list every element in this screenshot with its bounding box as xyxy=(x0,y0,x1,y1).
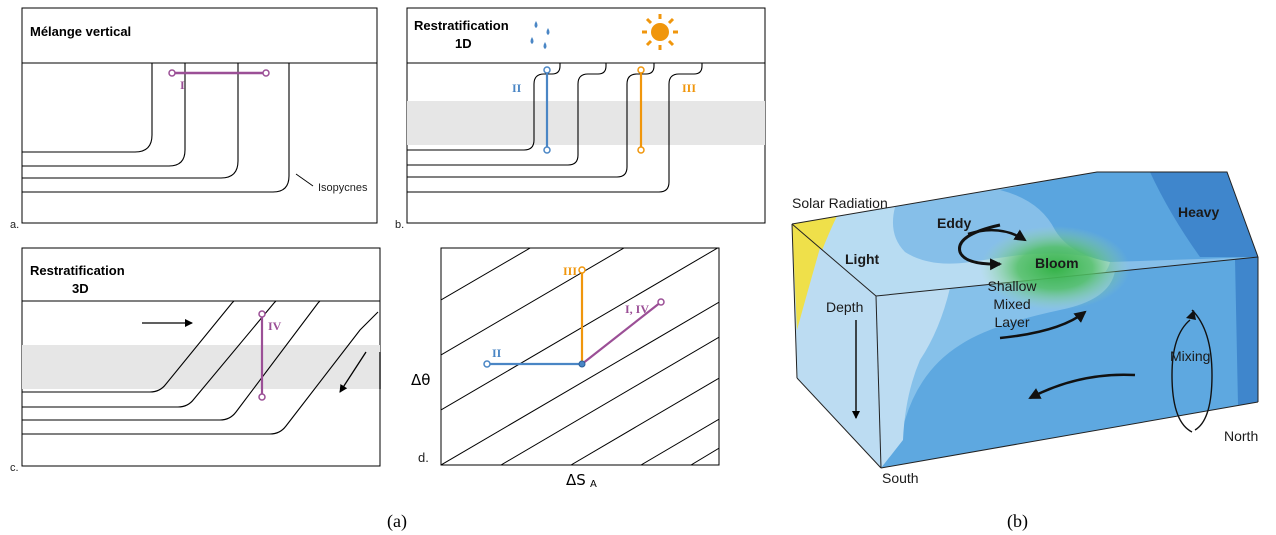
axis-x-label: ΔS xyxy=(566,471,586,489)
grey-band xyxy=(407,101,765,145)
panel-b-corner: b. xyxy=(395,219,404,231)
caption-b: (b) xyxy=(1007,511,1028,532)
profile-iii: III xyxy=(637,66,696,154)
panel-d-corner: d. xyxy=(418,450,429,465)
diagram-line-i-iv: I, IV xyxy=(581,298,665,365)
label-light: Light xyxy=(845,251,880,267)
panel-b-title-2: 1D xyxy=(455,36,472,51)
mixed-layer-arrow xyxy=(999,310,1087,340)
diagram-line-ii: II xyxy=(483,346,582,368)
isopycnal-lines xyxy=(22,63,290,193)
bloom-patch xyxy=(980,226,1130,310)
grey-band-c xyxy=(22,345,380,389)
caption-a: (a) xyxy=(387,511,407,532)
flow-arrow-down xyxy=(339,351,367,393)
label-south: South xyxy=(882,470,919,486)
diagram-line-iii: III xyxy=(563,264,586,364)
marker-iii-label: III xyxy=(682,81,696,95)
origin-point xyxy=(578,360,586,368)
isopycnal-leader xyxy=(295,173,314,187)
panel-b: Restratification 1D b. xyxy=(395,7,766,231)
marker-ii-d: II xyxy=(492,346,502,360)
rain-drops-icon xyxy=(530,21,550,49)
panel-b-title-1: Restratification xyxy=(414,18,509,33)
sun-icon xyxy=(642,14,678,50)
panel-a: Mélange vertical a. I Isopycnes xyxy=(10,7,378,231)
panel-c-corner: c. xyxy=(10,462,19,474)
label-mixed: Mixed xyxy=(993,296,1030,312)
marker-i-iv-d: I, IV xyxy=(625,302,649,316)
eddy-arrow-upper xyxy=(967,228,1027,242)
marker-iii-d: III xyxy=(563,264,577,278)
isopycnal-label: Isopycnes xyxy=(318,182,368,194)
label-eddy: Eddy xyxy=(937,215,971,231)
left-face xyxy=(792,224,881,468)
marker-i-label: I xyxy=(180,78,185,92)
label-layer: Layer xyxy=(994,314,1029,330)
panel-c: Restratification 3D c. IV xyxy=(10,247,381,474)
profile-ii: II xyxy=(512,66,551,154)
panel-c-title-1: Restratification xyxy=(30,263,125,278)
axis-y-label: Δθ xyxy=(411,371,430,389)
mixing-loop xyxy=(1171,309,1213,433)
isopycnal-lines-c xyxy=(22,300,379,435)
label-depth: Depth xyxy=(826,299,863,315)
label-shallow: Shallow xyxy=(987,278,1037,294)
panel-a-corner: a. xyxy=(10,219,19,231)
marker-ii-label: II xyxy=(512,81,522,95)
label-north: North xyxy=(1224,428,1258,444)
label-solar-radiation: Solar Radiation xyxy=(792,195,888,211)
label-mixing: Mixing xyxy=(1170,348,1210,364)
axis-x-subscript: A xyxy=(590,479,597,490)
isopycnal-lines-b xyxy=(407,63,703,193)
label-bloom: Bloom xyxy=(1035,255,1079,271)
return-flow-arrow xyxy=(1028,373,1136,400)
panel-a-title: Mélange vertical xyxy=(30,24,131,39)
marker-iv-label: IV xyxy=(268,319,282,333)
label-heavy: Heavy xyxy=(1178,204,1219,220)
panel-d: II III I, IV d. Δθ ΔS A xyxy=(411,247,720,490)
profile-iv: IV xyxy=(258,310,282,401)
ocean-block: Solar Radiation Eddy Heavy Light Bloom S… xyxy=(791,171,1259,486)
profile-i: I xyxy=(168,69,270,92)
panel-c-title-2: 3D xyxy=(72,281,89,296)
block-edges xyxy=(791,171,1259,469)
